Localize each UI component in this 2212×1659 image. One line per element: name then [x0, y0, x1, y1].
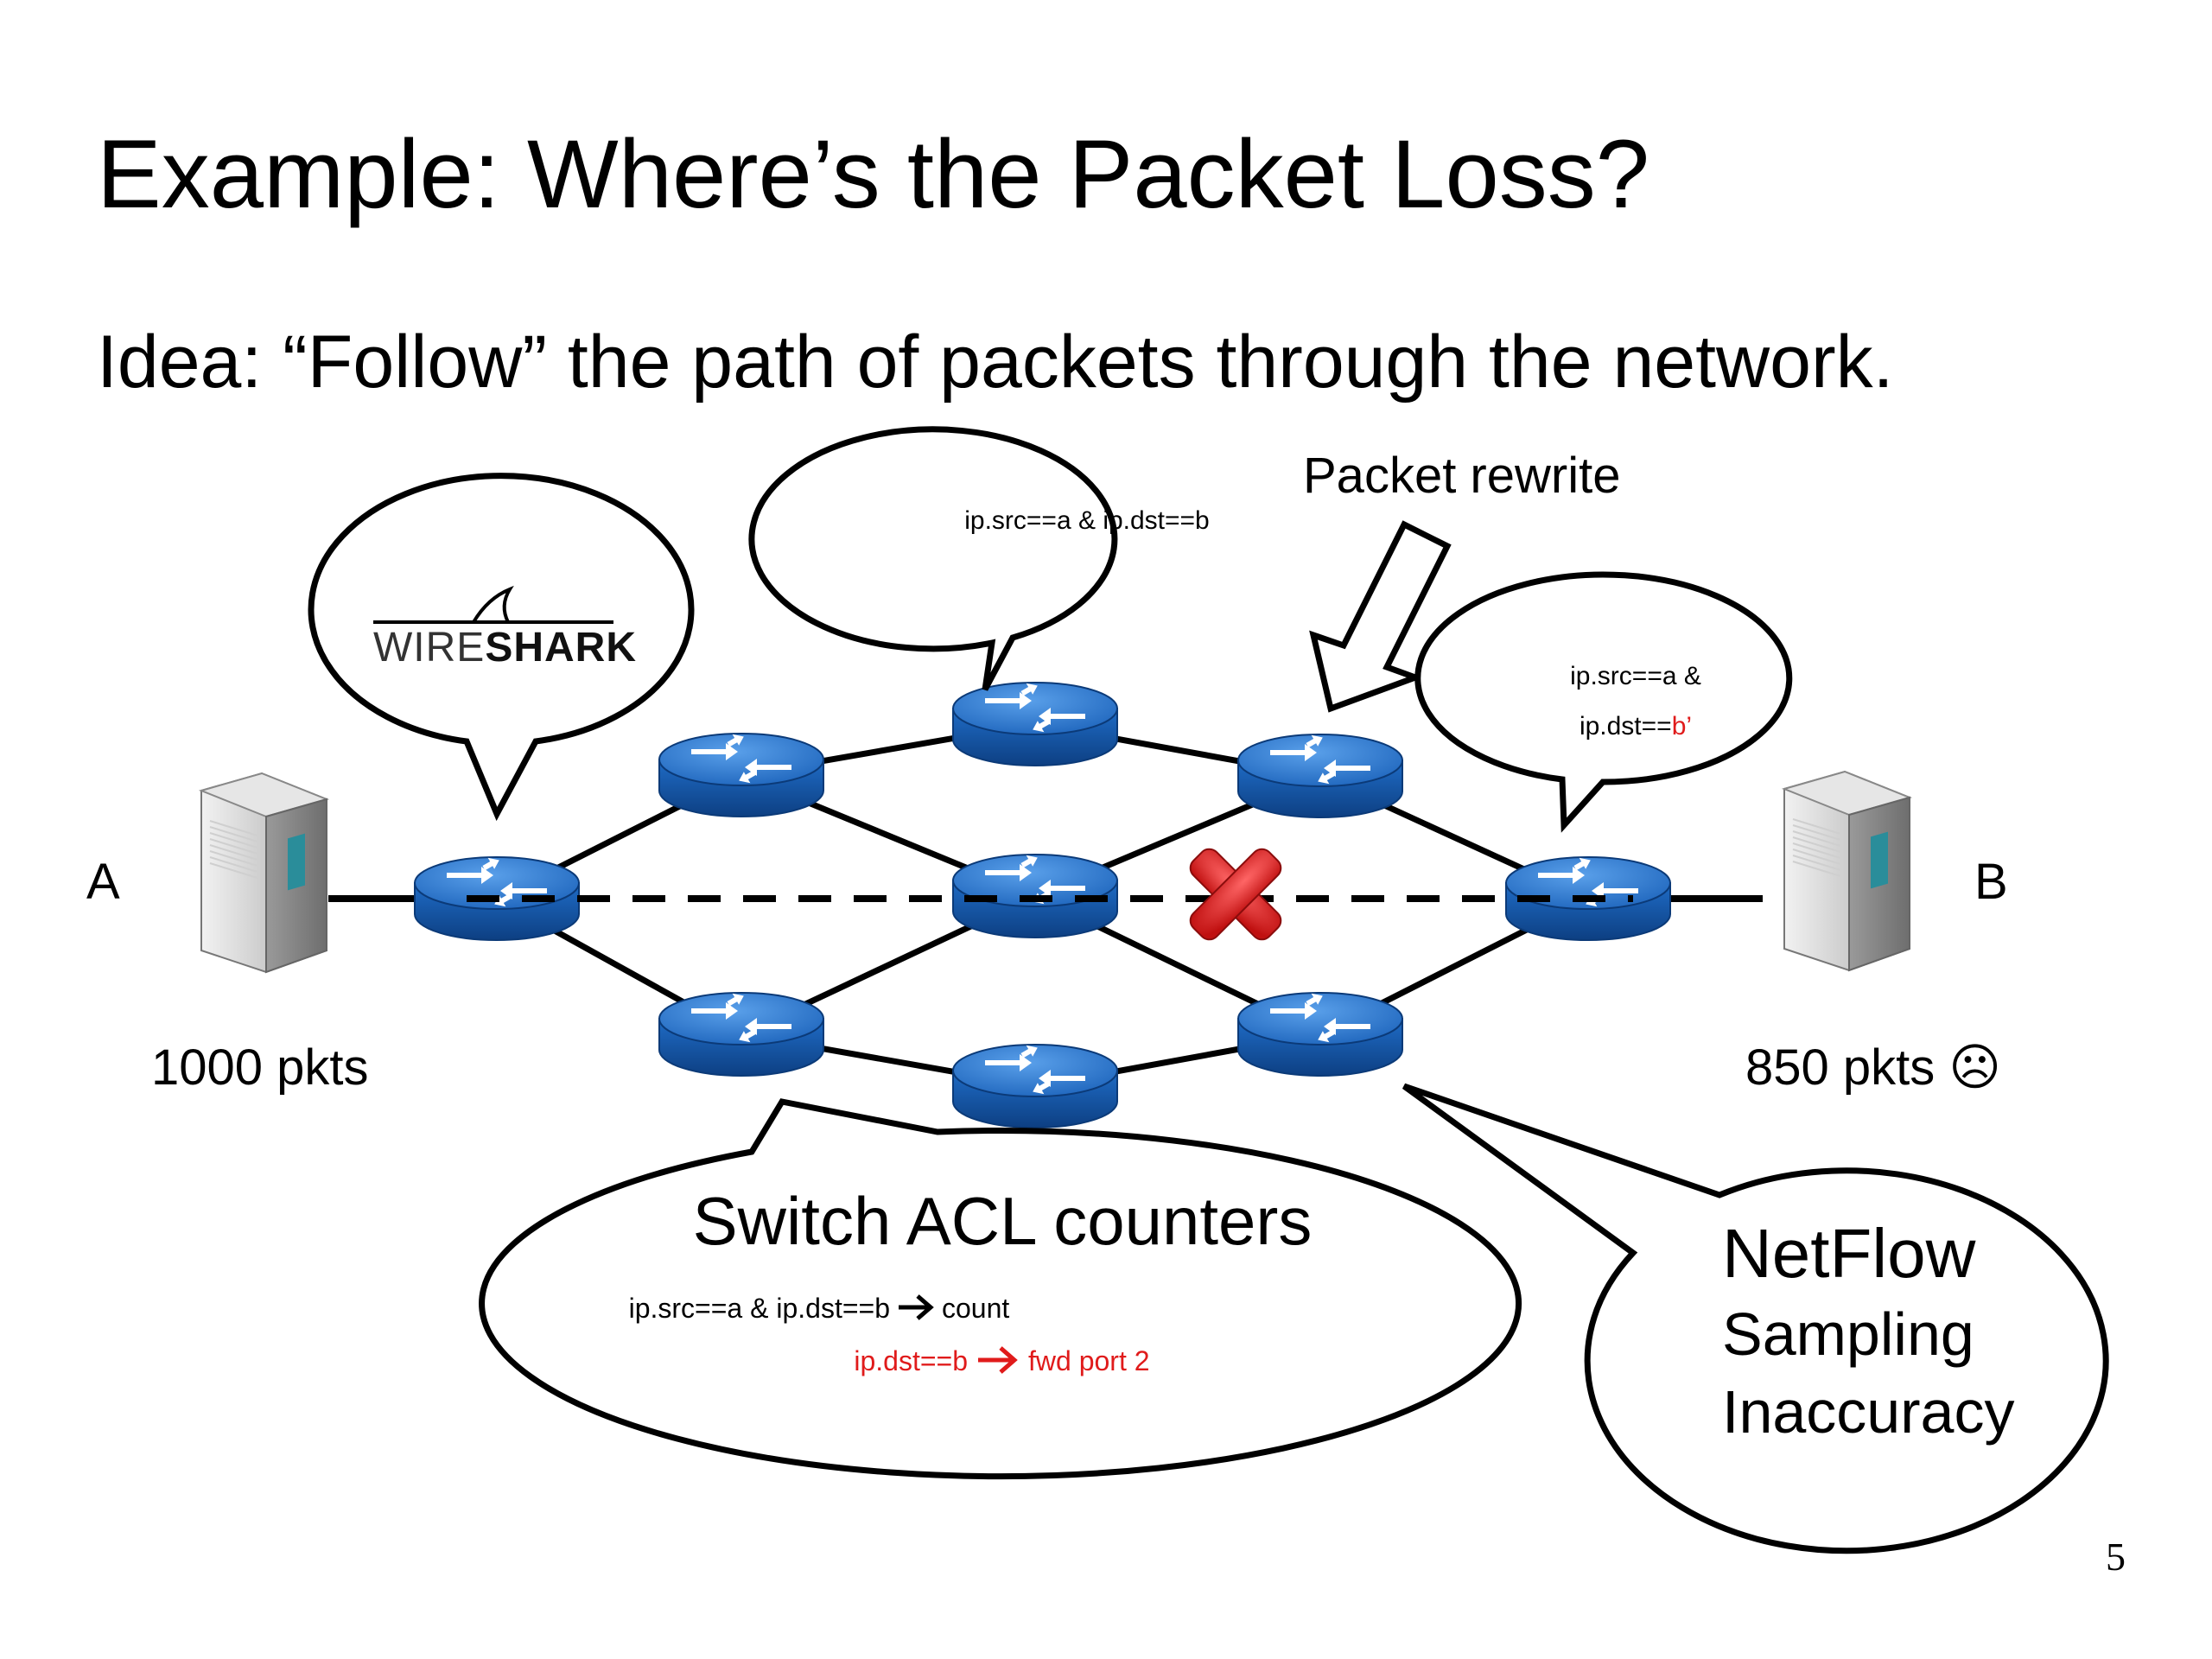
- host-b-label: B: [1974, 854, 2008, 910]
- packet-loss-x-icon: [1189, 848, 1282, 941]
- acl-rule-2-action: fwd port 2: [1028, 1345, 1150, 1376]
- rewritten-line-2: ip.dst==b’: [1580, 712, 1692, 741]
- netflow-line-1: NetFlow: [1722, 1215, 1976, 1292]
- router-upper-left: [658, 728, 824, 817]
- acl-counters-bubble: Switch ACL counters ip.src==a & ip.dst==…: [479, 1098, 1522, 1480]
- router-top: [952, 677, 1118, 766]
- router-lower-left: [658, 988, 824, 1077]
- rewritten-header-bubble: ip.src==a & ip.dst==b’: [1414, 571, 1793, 833]
- slide-title: Example: Where’s the Packet Loss?: [97, 120, 1650, 228]
- netflow-line-3: Inaccuracy: [1722, 1378, 2014, 1446]
- router-center: [952, 849, 1118, 938]
- server-b-icon: [1783, 771, 1910, 971]
- rewrite-arrow-icon: [1309, 520, 1452, 713]
- page-number: 5: [2106, 1535, 2126, 1579]
- acl-rule-2-arrow-icon: [978, 1346, 1018, 1374]
- packet-rewrite-label: Packet rewrite: [1303, 448, 1620, 504]
- router-lower-right: [1237, 988, 1403, 1077]
- host-b-count: 850 pkts ☹: [1745, 1039, 2001, 1096]
- filter-bubble-top: ip.src==a & ip.dst==b: [748, 426, 1210, 691]
- rewritten-line-1: ip.src==a &: [1570, 662, 1701, 690]
- netflow-line-2: Sampling: [1722, 1300, 1974, 1368]
- acl-rule-1-action: count: [942, 1293, 1009, 1324]
- router-upper-right: [1237, 729, 1403, 818]
- slide-idea: Idea: “Follow” the path of packets throu…: [97, 321, 1894, 404]
- router-bottom: [952, 1039, 1118, 1128]
- acl-rule-2-match: ip.dst==b: [854, 1345, 968, 1376]
- server-a-icon: [200, 772, 327, 973]
- filter-text: ip.src==a & ip.dst==b: [964, 506, 1210, 535]
- svg-text:WIRESHARK: WIRESHARK: [373, 625, 637, 671]
- acl-rule-1-match: ip.src==a & ip.dst==b: [629, 1293, 890, 1324]
- host-a-count: 1000 pkts: [151, 1039, 369, 1096]
- host-a-label: A: [86, 854, 120, 910]
- wireshark-bubble: WIRESHARK: [308, 473, 695, 822]
- acl-title: Switch ACL counters: [693, 1183, 1313, 1259]
- netflow-bubble: NetFlow Sampling Inaccuracy: [1402, 1083, 2109, 1554]
- wireshark-logo: WIRESHARK: [373, 585, 637, 671]
- acl-rule-1-arrow-icon: [899, 1294, 934, 1320]
